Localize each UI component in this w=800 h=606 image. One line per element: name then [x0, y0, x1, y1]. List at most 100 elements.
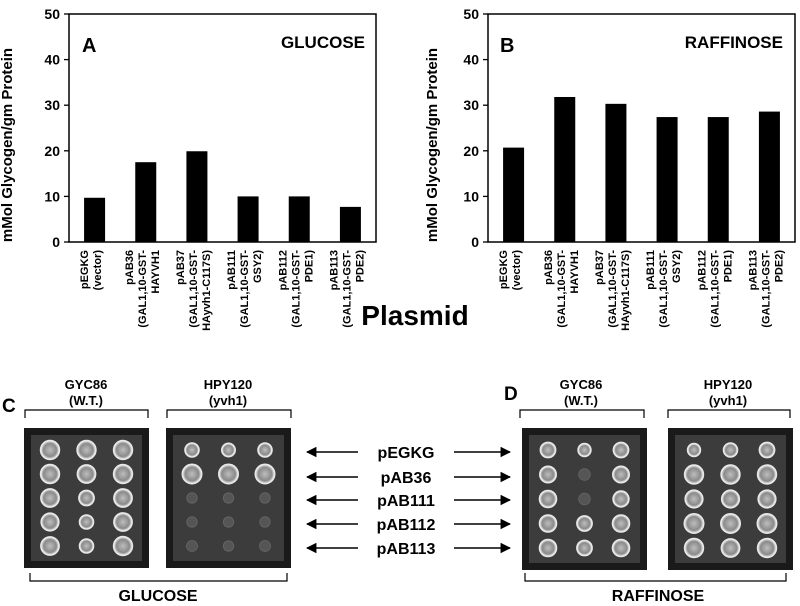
bars-a: [84, 151, 361, 242]
y-tick-label: 40: [44, 52, 60, 68]
yeast-colony: [113, 512, 133, 532]
yeast-colony: [538, 465, 557, 484]
yeast-colony: [538, 538, 558, 558]
category-label-line: (GAL1,10-GST-: [556, 250, 568, 328]
panel-label-a: A: [82, 35, 96, 57]
yeast-colony: [76, 464, 97, 484]
bar: [237, 196, 259, 242]
category-label: pAB112(GAL1,10-GST-PDE1): [696, 250, 734, 328]
plate-d-wt: [522, 428, 647, 570]
bar: [339, 206, 361, 242]
yeast-colony: [539, 441, 557, 459]
yeast-colony: [612, 441, 630, 459]
yeast-colony: [40, 488, 60, 508]
category-label-line: pAB113: [747, 250, 759, 290]
category-label-line: pAB113: [328, 250, 340, 290]
yeast-colony: [257, 442, 273, 458]
category-label-line: PDE1): [303, 250, 315, 283]
strain-name: GYC86: [560, 377, 603, 392]
panel-label-d: D: [504, 384, 518, 405]
y-tick-label: 20: [44, 143, 60, 159]
category-label: pAB111(GAL1,10-GST-GSY2): [226, 250, 264, 328]
row-label: pAB36: [381, 470, 432, 487]
yeast-colony: [186, 516, 198, 528]
bar: [288, 196, 310, 242]
category-label-line: (GAL1,10-GST-: [239, 250, 251, 328]
category-label-line: HAYVH1: [569, 250, 581, 294]
yeast-colony: [538, 514, 558, 533]
row-label: pAB111: [377, 493, 435, 510]
category-label: pAB37(GAL1,10-GST-HAyvh1-C117S): [175, 250, 213, 331]
category-label-line: (GAL1,10-GST-: [709, 250, 721, 328]
plot-frame-b: [487, 13, 796, 243]
yeast-colony: [684, 489, 704, 509]
y-tick-label: 0: [471, 234, 479, 250]
panel-label-b: B: [500, 35, 514, 57]
category-label-line: (GAL1,10-GST-: [188, 250, 200, 328]
category-label: pAB37(GAL1,10-GST-HAyvh1-C117S): [594, 250, 632, 331]
strain-name: HPY120: [204, 377, 252, 392]
yeast-colony: [78, 489, 95, 507]
yeast-colony: [578, 492, 591, 506]
category-label-line: pAB36: [543, 250, 555, 285]
yeast-colony: [222, 492, 235, 504]
strain-genotype: (W.T.): [564, 393, 598, 408]
strain-genotype: (yvh1): [709, 393, 747, 408]
plot-frame-a: [68, 13, 377, 243]
category-label-line: PDE2): [773, 250, 785, 283]
yeast-colony: [186, 540, 198, 552]
plate-c-yvh1: [166, 428, 291, 568]
condition-label-glucose: GLUCOSE: [118, 588, 197, 605]
yeast-colony: [181, 463, 203, 485]
category-label: pAB113(GAL1,10-GST-PDE2): [747, 250, 785, 328]
yeast-colony: [78, 538, 95, 554]
bracket-lines: [24, 409, 791, 582]
plate-d-yvh1: [668, 428, 793, 570]
category-label-line: GSY2): [252, 250, 264, 283]
yeast-colony: [222, 516, 235, 528]
y-tick-label: 40: [463, 52, 479, 68]
yeast-colony: [683, 537, 705, 559]
category-label-line: pAB111: [226, 250, 238, 290]
yeast-colony: [259, 492, 271, 504]
category-label-line: pEGKG: [79, 250, 91, 289]
category-label: pAB113(GAL1,10-GST-PDE2): [328, 250, 366, 328]
bar: [135, 162, 157, 242]
category-label: pAB36(GAL1,10-GST-HAYVH1: [124, 250, 162, 328]
row-label: pAB113: [377, 541, 436, 558]
yeast-colony: [218, 463, 240, 485]
category-label: pEGKG(vector): [79, 250, 104, 291]
yeast-colony: [577, 442, 592, 458]
yeast-colony: [683, 512, 705, 534]
bar: [707, 117, 729, 242]
yeast-colony: [39, 463, 61, 485]
y-tick-label: 50: [44, 6, 60, 22]
x-axis-label: Plasmid: [361, 300, 468, 331]
strain-name: GYC86: [65, 377, 108, 392]
category-label-line: (GAL1,10-GST-: [341, 250, 353, 328]
row-arrow: pAB112: [305, 517, 512, 534]
category-label-line: (GAL1,10-GST-: [137, 250, 149, 328]
yeast-colony: [756, 464, 778, 485]
bar: [554, 96, 576, 242]
yeast-colony: [259, 516, 271, 528]
condition-label-raffinose: RAFFINOSE: [612, 588, 705, 605]
yeast-colony: [578, 468, 591, 481]
yeast-colony: [611, 465, 630, 484]
yeast-colony: [222, 540, 235, 552]
category-label-line: pAB36: [124, 250, 136, 285]
category-label: pAB36(GAL1,10-GST-HAYVH1: [543, 250, 581, 328]
category-label-line: (vector): [511, 250, 523, 291]
y-axis-label-b: mMol Glycogen/gm Protein: [424, 48, 441, 242]
y-tick-label: 0: [52, 234, 60, 250]
yeast-colony: [259, 540, 271, 552]
yeast-colony: [611, 514, 631, 533]
strain-labels: GYC86 (W.T.) HPY120 (yvh1) GYC86 (W.T.) …: [65, 377, 753, 408]
yeast-colony: [612, 490, 630, 508]
category-label-line: PDE1): [722, 250, 734, 283]
